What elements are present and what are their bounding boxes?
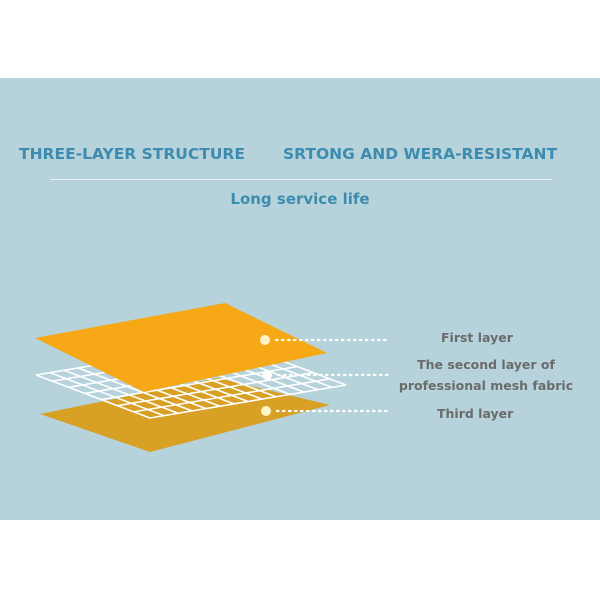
mesh-strand — [133, 378, 330, 413]
mesh-strand — [49, 371, 165, 417]
second-layer-label-line2: professional mesh fabric — [398, 378, 574, 393]
headline-right: SRTONG AND WERA-RESISTANT — [283, 145, 558, 163]
divider-line — [50, 179, 552, 180]
mesh-strand — [35, 374, 151, 419]
third-layer-label: Third layer — [437, 406, 514, 421]
first-layer-sheet — [35, 303, 327, 392]
second-layer-label-line1: The second layer of — [417, 357, 555, 372]
mesh-strand — [63, 369, 179, 415]
third-layer-connector — [261, 406, 392, 416]
first-layer-label: First layer — [441, 330, 513, 345]
subtitle: Long service life — [230, 190, 370, 208]
second-layer-label: The second layer of professional mesh fa… — [397, 354, 575, 396]
mesh-strand — [117, 371, 314, 407]
headline-left: THREE-LAYER STRUCTURE — [19, 145, 245, 163]
second-layer-connector — [262, 370, 392, 380]
first-layer-connector — [260, 335, 392, 345]
background-panel — [0, 78, 600, 520]
mesh-strand — [77, 367, 193, 412]
third-layer-sheet — [40, 378, 330, 452]
mesh-strand — [149, 384, 347, 419]
